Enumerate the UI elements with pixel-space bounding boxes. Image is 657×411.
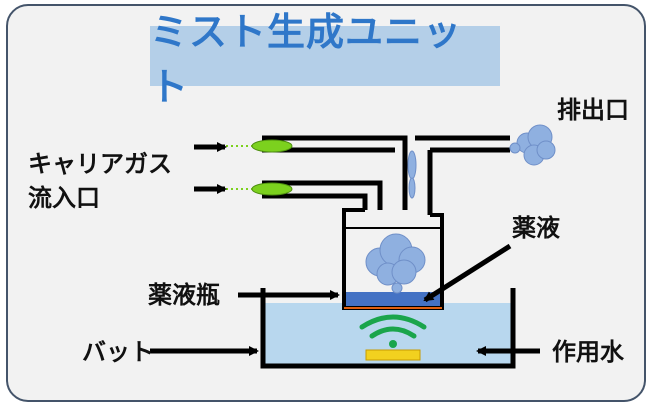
gas-capsule-icon (226, 182, 293, 196)
title-banner: ミスト生成ユニット (150, 10, 500, 109)
label-working-water: 作用水 (552, 338, 624, 366)
rising-mist (407, 150, 417, 199)
chemical-bottle (342, 208, 444, 310)
arrow-icon (150, 142, 540, 356)
ultrasonic-wave-icon (359, 314, 427, 348)
mist-cloud-icon (365, 233, 426, 294)
label-exhaust: 排出口 (557, 96, 629, 124)
diagram-title: ミスト生成ユニット (150, 10, 463, 109)
inflow-pipes (262, 135, 510, 215)
label-vat: バット (82, 338, 154, 366)
label-chemical-liquid: 薬液 (512, 214, 560, 242)
transducer-icon (365, 349, 421, 361)
label-chemical-bottle: 薬液瓶 (148, 281, 220, 309)
label-carrier-gas: キャリアガス (28, 150, 172, 178)
label-inflow: 流入口 (28, 184, 100, 212)
gas-capsule-icon (226, 139, 293, 153)
chemical-liquid (344, 292, 442, 308)
mist-cloud-icon (509, 124, 556, 166)
